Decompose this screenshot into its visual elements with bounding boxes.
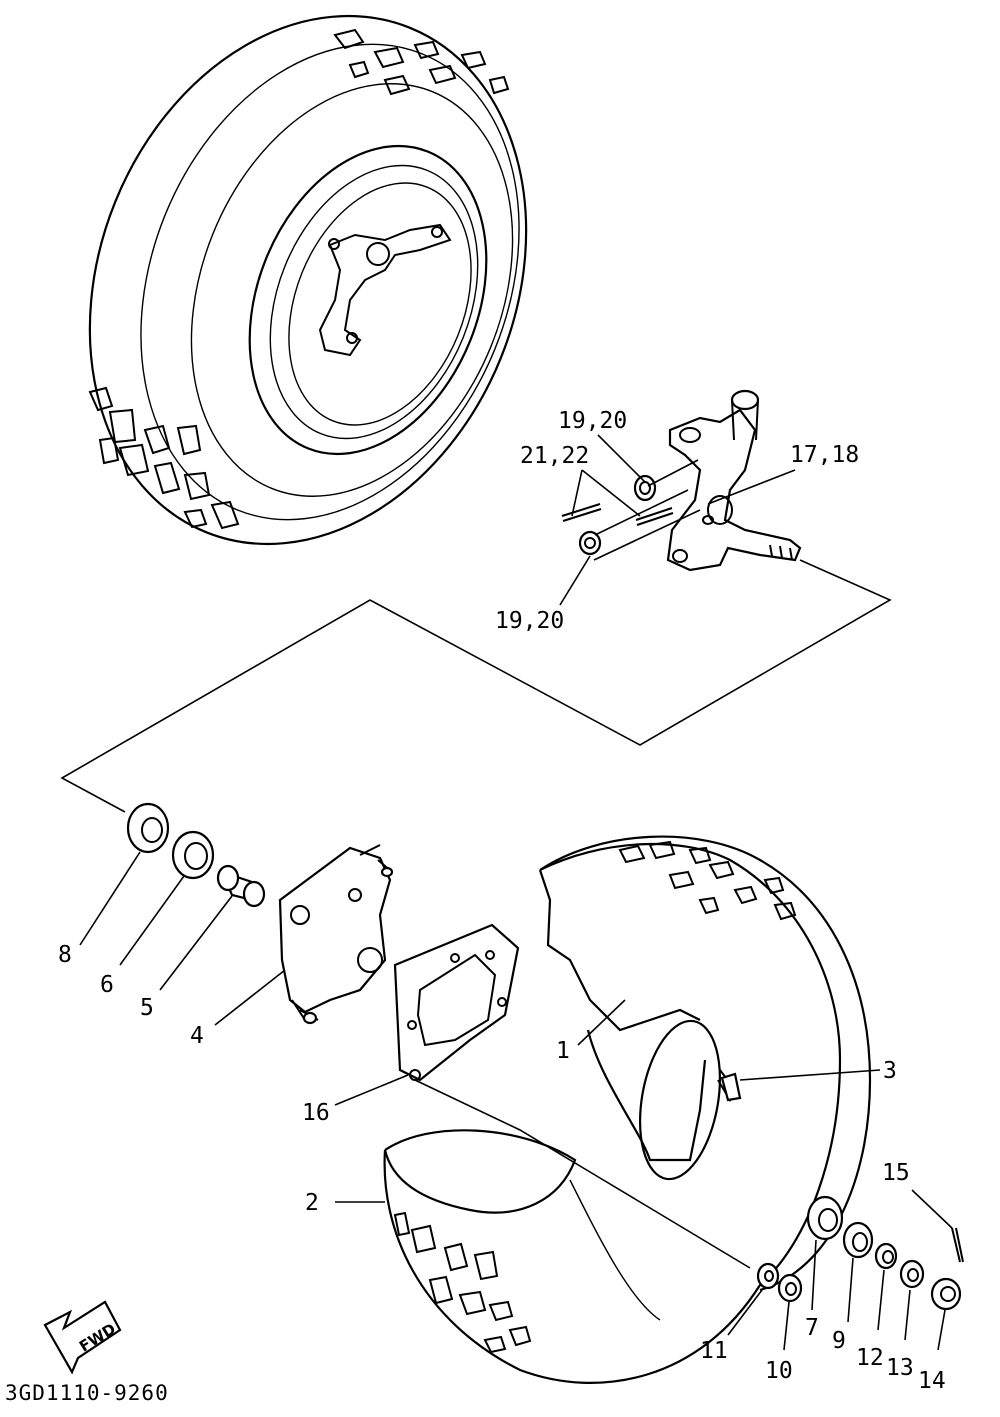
- gasket-plate: [393, 923, 520, 1082]
- callout-9: 9: [832, 1328, 846, 1354]
- callout-17-18: 17,18: [790, 442, 859, 468]
- callout-19-20-bottom: 19,20: [495, 608, 564, 634]
- diagram-code: 3GD1110-9260: [5, 1381, 169, 1405]
- callout-12: 12: [856, 1345, 884, 1371]
- callout-8: 8: [58, 942, 72, 968]
- assembled-wheel: [88, 14, 528, 546]
- cotter-pins: [561, 503, 674, 526]
- fwd-arrow-icon: FWD: [43, 1300, 122, 1375]
- callout-16: 16: [302, 1100, 330, 1126]
- collar-12: [874, 1242, 898, 1270]
- washer-13: [899, 1259, 925, 1289]
- bearing-outer: [806, 1195, 844, 1241]
- callout-7: 7: [805, 1315, 819, 1341]
- callout-19-20-top: 19,20: [558, 408, 627, 434]
- rim-inner: [538, 842, 842, 1286]
- washer-11: [756, 1262, 780, 1290]
- callout-15: 15: [882, 1160, 910, 1186]
- callout-1: 1: [556, 1038, 570, 1064]
- castle-nut-top: [633, 474, 657, 502]
- spacer: [216, 864, 266, 908]
- callout-4: 4: [190, 1023, 204, 1049]
- assembly-frame-line: [60, 559, 892, 813]
- valve-stem: [720, 1072, 742, 1102]
- callout-6: 6: [100, 972, 114, 998]
- nut-10: [777, 1273, 803, 1303]
- oil-seal-outer: [842, 1221, 874, 1259]
- callout-3: 3: [883, 1058, 897, 1084]
- callout-13: 13: [886, 1355, 914, 1381]
- callout-14: 14: [918, 1368, 946, 1394]
- wheel-hub: [278, 844, 394, 1025]
- leader-lines: [79, 434, 953, 1351]
- steering-knuckle: [666, 389, 802, 572]
- callout-10: 10: [765, 1358, 793, 1384]
- callout-5: 5: [140, 995, 154, 1021]
- tread-blocks-bottom: [88, 386, 240, 530]
- castle-nut-bottom: [578, 530, 602, 556]
- callout-2: 2: [305, 1190, 319, 1216]
- axle-nut-14: [930, 1277, 962, 1311]
- cotter-pin-15: [951, 1227, 964, 1263]
- tread-blocks-top: [333, 28, 510, 96]
- callout-11: 11: [700, 1338, 728, 1364]
- tire-front-half: [383, 1129, 761, 1384]
- callout-21-22: 21,22: [520, 443, 589, 469]
- oil-seal: [126, 802, 170, 854]
- bearing: [171, 830, 215, 880]
